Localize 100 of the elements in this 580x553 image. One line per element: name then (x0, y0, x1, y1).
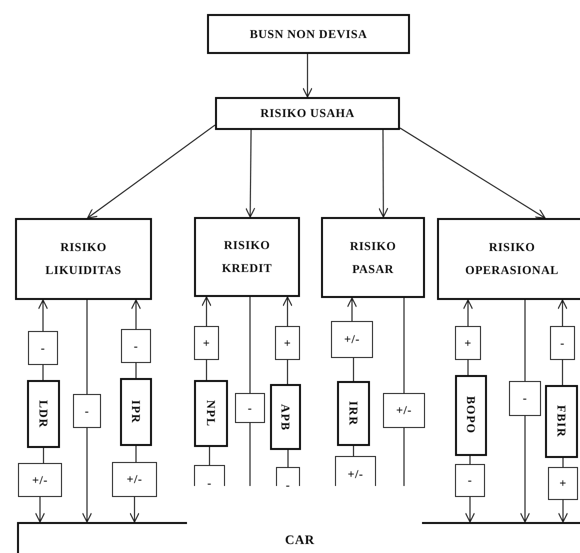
sign-box (335, 456, 376, 486)
arrow (558, 500, 568, 523)
sign-label: +/- (348, 466, 364, 483)
sign-box (18, 463, 62, 497)
sign-label: - (286, 477, 290, 494)
arrow (245, 130, 256, 218)
arrow (302, 54, 313, 98)
sign-label: - (40, 340, 46, 357)
sign-box (550, 326, 575, 360)
ratio-box (337, 381, 370, 446)
box-label: RISIKO LIKUIDITAS (44, 239, 123, 279)
connector-line (286, 360, 288, 384)
sign-box (194, 326, 219, 360)
sign-box (275, 326, 300, 360)
connector-line (135, 446, 137, 462)
ratio-label: BOPO (465, 396, 477, 434)
arrow (462, 299, 474, 326)
arrow (87, 124, 216, 219)
connector-line (352, 446, 354, 456)
sign-label: + (464, 334, 472, 352)
connector-line (135, 363, 137, 378)
sign-box (331, 321, 373, 358)
ratio-box (545, 385, 578, 458)
sign-label: - (207, 475, 212, 492)
ratio-label: FBIR (556, 405, 568, 438)
connector-line (206, 360, 208, 380)
process-box (17, 522, 580, 553)
sign-label: +/- (396, 402, 412, 420)
process-box (321, 217, 425, 298)
connector-line (249, 423, 251, 486)
sign-label: - (248, 400, 252, 417)
sign-label: - (134, 338, 138, 355)
connector-line (42, 365, 44, 380)
connector-line (86, 300, 88, 394)
connector-line (524, 300, 526, 381)
arrow (520, 416, 530, 523)
sign-label: +/- (344, 331, 360, 348)
process-box (215, 97, 400, 130)
arrow (129, 497, 140, 523)
arrow (557, 299, 568, 326)
box-label: RISIKO OPERASIONAL (464, 239, 560, 279)
box-label: BUSN NON DEVISA (250, 26, 368, 43)
sign-label: + (202, 334, 210, 352)
box-label: RISIKO USAHA (260, 105, 355, 122)
sign-label: - (522, 390, 528, 408)
arrow (34, 497, 46, 523)
sign-box (121, 329, 151, 363)
arrow (130, 299, 142, 329)
sign-box (509, 381, 541, 416)
process-box (15, 218, 152, 300)
connector-line (352, 358, 354, 381)
sign-box (455, 326, 481, 360)
sign-box (73, 394, 101, 428)
sign-label: - (84, 402, 90, 420)
connector-line (249, 297, 251, 393)
arrow (201, 296, 212, 326)
sign-label: + (284, 334, 292, 352)
ratio-label: NPL (205, 400, 217, 427)
connector-line (467, 360, 469, 375)
ratio-box (120, 378, 152, 446)
sign-box (383, 393, 425, 428)
connector-line (403, 428, 405, 486)
ratio-label: IRR (348, 400, 360, 426)
sign-box (112, 462, 157, 497)
sign-label: + (559, 475, 567, 492)
connector-line (562, 360, 564, 385)
arrow (378, 130, 388, 218)
process-box (437, 218, 580, 300)
arrow (282, 296, 293, 326)
box-label: RISIKO KREDIT (220, 237, 274, 277)
sign-label: +/- (126, 471, 142, 488)
connector-line (469, 456, 471, 464)
ratio-box (27, 380, 60, 448)
box-label: CAR (285, 531, 315, 549)
ratio-box (270, 384, 301, 450)
process-box (207, 14, 410, 54)
connector-line (208, 447, 210, 465)
ratio-label: IPR (130, 400, 142, 424)
arrow (346, 297, 358, 321)
connector-line (287, 450, 289, 467)
ratio-box (455, 375, 487, 456)
arrow (464, 497, 476, 523)
arrow (38, 299, 48, 331)
sign-box (194, 465, 225, 486)
connector-line (403, 298, 405, 393)
sign-box (235, 393, 265, 423)
ratio-label: APB (280, 404, 292, 430)
arrow (82, 428, 92, 523)
connector-line (562, 458, 564, 467)
process-box (194, 217, 300, 297)
sign-label: - (468, 472, 472, 490)
sign-box (28, 331, 58, 365)
ratio-label: LDR (38, 400, 50, 428)
sign-label: +/- (32, 472, 48, 489)
sign-box (548, 467, 578, 500)
sign-box (276, 467, 300, 486)
sign-box (455, 464, 485, 497)
ratio-box (194, 380, 228, 447)
box-label: RISIKO PASAR (348, 238, 398, 278)
connector-line (42, 448, 44, 463)
